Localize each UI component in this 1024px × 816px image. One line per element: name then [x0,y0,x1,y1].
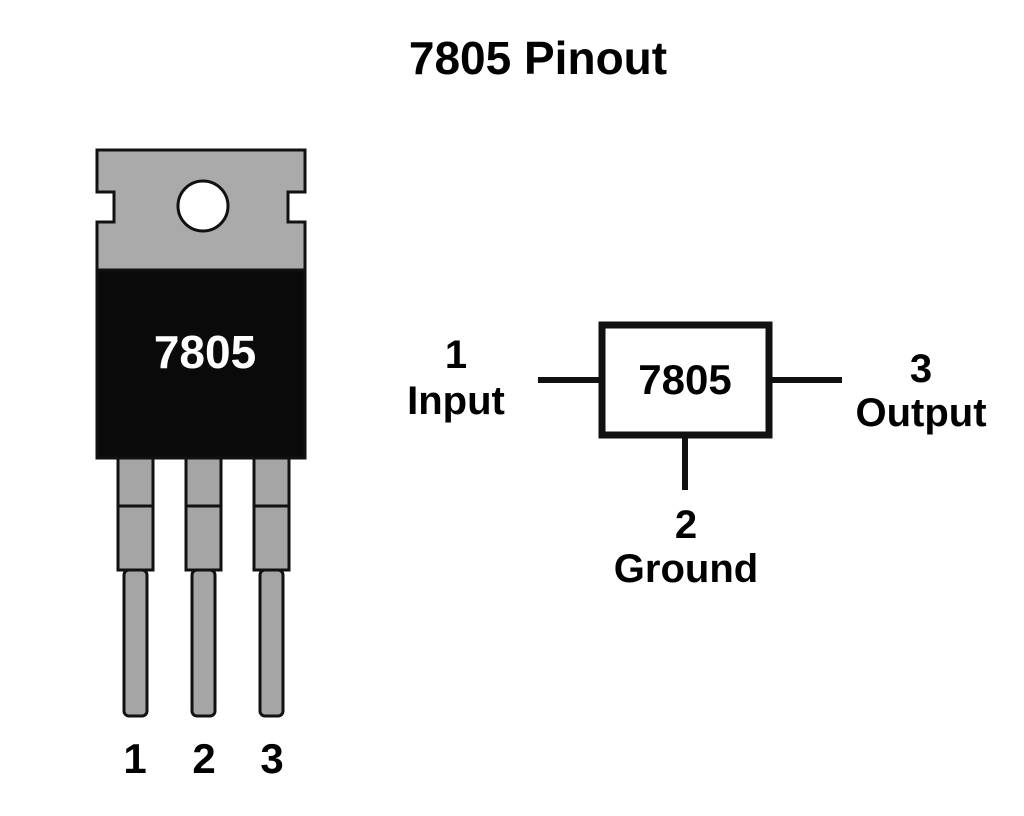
ground-pin-label: Ground [614,547,758,591]
package-leg-3 [252,456,291,718]
regulator-part-number: 7805 [638,356,731,403]
package-part-number: 7805 [154,326,256,378]
package-pin-number-1: 1 [123,735,146,782]
to220-package: 7805 1 2 3 [95,148,307,782]
input-pin-number: 1 [445,333,467,377]
ground-pin-number: 2 [675,503,697,547]
input-pin-label: Input [407,379,505,423]
mounting-hole [176,179,230,233]
diagram-title: 7805 Pinout [409,32,667,84]
package-leg-1 [116,456,155,718]
output-pin-number: 3 [910,347,932,391]
output-pin-label: Output [855,391,986,435]
schematic-symbol: 7805 1 Input 3 Output 2 Ground [407,321,987,591]
package-pin-number-2: 2 [192,735,215,782]
package-body [95,268,307,460]
package-pin-number-3: 3 [260,735,283,782]
package-leg-2 [184,456,223,718]
